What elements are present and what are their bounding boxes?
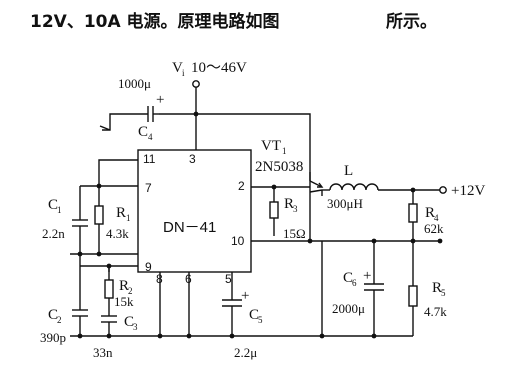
l-name: L [344, 163, 353, 179]
junction-dot [77, 333, 83, 339]
c6-plus: + [363, 268, 371, 284]
capacitor-c4 [99, 106, 159, 131]
junction-dot [410, 238, 416, 244]
junction-dot [410, 187, 416, 193]
resistor-r1 [94, 186, 104, 254]
pin-7-label: 7 [145, 181, 152, 195]
junction-dot [157, 333, 163, 339]
c3-name-sub: 3 [133, 322, 138, 332]
l-value: 300μH [327, 196, 363, 211]
junction-dot [106, 263, 112, 269]
c2-name-sub: 2 [57, 315, 62, 325]
junction-dot [96, 251, 102, 257]
c1-name-sub: 1 [57, 205, 62, 215]
c5-plus: + [241, 288, 249, 304]
r4-name-sub: 4 [434, 213, 439, 223]
junction-dot [437, 238, 443, 244]
junction-dot [229, 333, 235, 339]
junction-dot [371, 333, 377, 339]
r5-name-sub: 5 [441, 288, 446, 298]
c2-name: C [48, 307, 58, 323]
capacitor-c5 [222, 299, 242, 336]
ic-label: DN－41 [163, 219, 216, 236]
transistor-vt1 [251, 172, 324, 200]
pin-3-label: 3 [189, 152, 196, 166]
wire-top-rail [159, 113, 311, 181]
r1-name: R [116, 205, 126, 221]
vt1-name: VT [261, 138, 281, 154]
c3-name: C [124, 314, 134, 330]
junction-dot [106, 333, 112, 339]
r2-value: 15k [114, 294, 134, 309]
capacitor-c2 [72, 309, 88, 336]
r3-name: R [284, 196, 294, 212]
r1-name-sub: 1 [126, 213, 131, 223]
r2-name-sub: 2 [128, 286, 133, 296]
c2-value: 390p [40, 330, 66, 345]
output-terminal [439, 186, 447, 194]
resistor-r5 [408, 285, 418, 336]
c4-plus: + [156, 92, 164, 108]
pin-9-label: 9 [145, 260, 152, 274]
c4-name: C [138, 124, 148, 140]
c6-name: C [343, 270, 353, 286]
r1-value: 4.3k [106, 226, 129, 241]
pin-11-label: 11 [143, 152, 156, 166]
c5-value: 2.2μ [234, 345, 257, 360]
junction-dot [193, 111, 199, 117]
vi-input-terminal [192, 80, 200, 88]
r3-value: 15Ω [283, 226, 306, 241]
r3-name-sub: 3 [293, 204, 298, 214]
output-label: +12V [451, 183, 485, 199]
vi-range-label: 10～46V [191, 60, 247, 76]
vt1-name-sub: 1 [282, 146, 287, 156]
caption-text: 12V、10A 电源。原理电路如图 [30, 11, 280, 32]
r4-value: 62k [424, 221, 444, 236]
junction-dot [77, 251, 83, 257]
junction-dot [371, 238, 377, 244]
r5-name: R [432, 280, 442, 296]
wire-pin9 [108, 265, 138, 272]
resistor-r2 [104, 266, 114, 306]
r4-name: R [425, 205, 435, 221]
inductor-l [322, 183, 440, 191]
c4-value: 1000μ [118, 76, 151, 91]
vi-label: V [172, 60, 183, 76]
pin-10-label: 10 [231, 234, 245, 248]
vi-label-sub: i [182, 68, 185, 78]
ic-dn41 [137, 149, 252, 273]
vt1-part: 2N5038 [255, 159, 303, 175]
capacitor-c1 [72, 185, 99, 254]
r5-value: 4.7k [424, 304, 447, 319]
r2-name: R [119, 278, 129, 294]
caption-text-end: 所示。 [386, 12, 437, 32]
c5-name: C [249, 307, 259, 323]
resistor-r3 [269, 187, 279, 234]
c6-name-sub: 6 [352, 278, 357, 288]
junction-dot [319, 333, 325, 339]
c1-value: 2.2n [42, 226, 65, 241]
c1-name: C [48, 197, 58, 213]
capacitor-c3 [101, 306, 117, 336]
c3-value: 33n [93, 345, 113, 360]
resistor-r4 [408, 190, 418, 286]
junction-dot [307, 238, 313, 244]
c4-name-sub: 4 [148, 132, 153, 142]
c6-value: 2000μ [332, 301, 365, 316]
capacitor-c6 [364, 241, 384, 336]
junction-dot [271, 184, 277, 190]
c5-name-sub: 5 [258, 315, 263, 325]
junction-dot [186, 333, 192, 339]
pin-5-label: 5 [225, 272, 232, 286]
wire-pin11 [98, 159, 138, 186]
pin-2-label: 2 [238, 179, 245, 193]
